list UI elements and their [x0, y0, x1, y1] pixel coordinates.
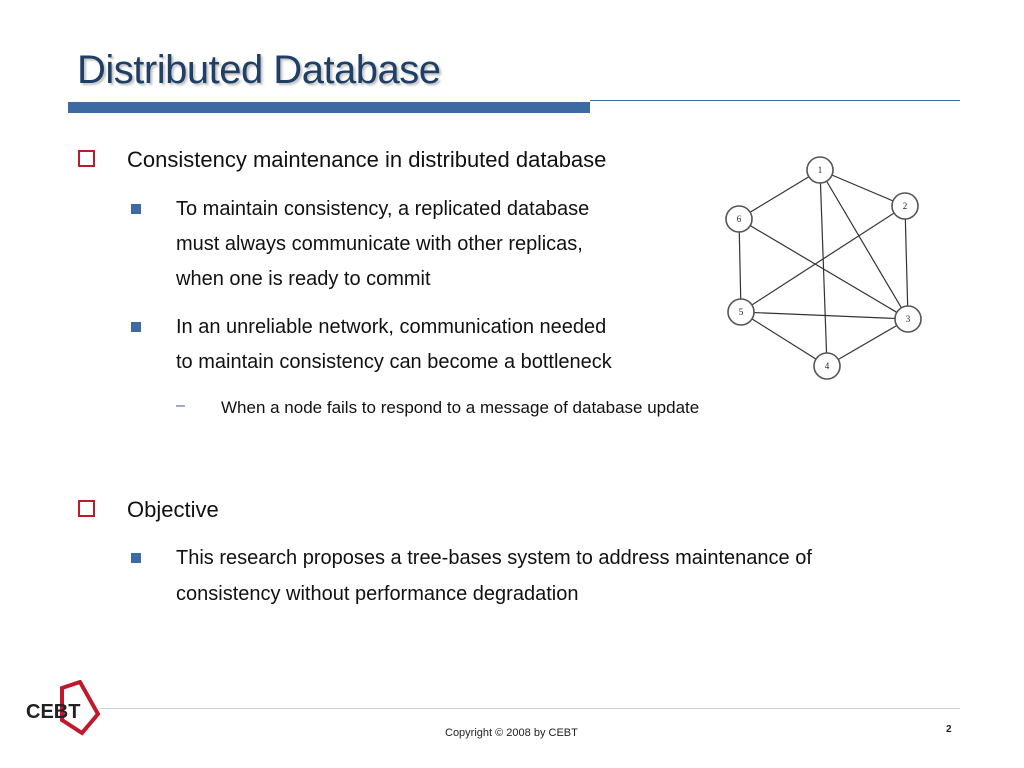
title-underline-thick — [68, 102, 590, 113]
graph-node-4: 4 — [813, 352, 841, 380]
hollow-square-bullet-icon — [78, 150, 95, 167]
graph-edge-4-5 — [740, 311, 828, 367]
page-number: 2 — [946, 724, 952, 735]
section-heading-objective: Objective — [127, 497, 219, 522]
replica-network-diagram: 1 2 3 4 5 6 — [725, 156, 922, 380]
graph-edge-6-3 — [738, 218, 909, 320]
hollow-square-bullet-icon — [78, 500, 95, 517]
graph-node-6: 6 — [725, 205, 753, 233]
logo-wordmark: CEBT — [26, 701, 80, 723]
section-heading-consistency: Consistency maintenance in distributed d… — [127, 147, 607, 172]
graph-edges — [738, 169, 909, 367]
graph-nodes: 1 2 3 4 5 6 — [725, 156, 922, 380]
graph-node-label: 2 — [903, 201, 908, 211]
slide-title: Distributed Database — [77, 48, 441, 92]
graph-node-label: 4 — [825, 361, 830, 371]
bullet-text: This research proposes a tree-bases syst… — [176, 547, 812, 569]
graph-node-label: 5 — [739, 307, 744, 317]
graph-edge-1-4 — [819, 169, 828, 367]
footer-divider — [100, 708, 960, 709]
graph-node-label: 6 — [737, 214, 742, 224]
bullet-text: To maintain consistency, a replicated da… — [176, 198, 590, 220]
graph-node-1: 1 — [806, 156, 834, 184]
square-bullet-icon — [131, 553, 141, 563]
bullet-text: to maintain consistency can become a bot… — [176, 351, 612, 373]
copyright-text: Copyright © 2008 by CEBT — [445, 727, 578, 739]
graph-edge-3-4 — [826, 318, 909, 367]
graph-edge-5-6 — [738, 218, 742, 313]
cebt-logo: CEBT — [26, 680, 101, 736]
graph-node-label: 1 — [818, 165, 823, 175]
dash-bullet-icon: – — [176, 397, 185, 414]
graph-edge-3-5 — [740, 311, 909, 320]
bullet-text: must always communicate with other repli… — [176, 233, 583, 255]
square-bullet-icon — [131, 204, 141, 214]
graph-node-label: 3 — [906, 314, 911, 324]
graph-node-2: 2 — [891, 192, 919, 220]
sub-bullet-text: When a node fails to respond to a messag… — [221, 398, 700, 417]
square-bullet-icon — [131, 322, 141, 332]
bullet-text: In an unreliable network, communication … — [176, 316, 607, 338]
bullet-text: consistency without performance degradat… — [176, 583, 579, 605]
bullet-text: when one is ready to commit — [176, 268, 431, 290]
graph-edge-1-3 — [819, 169, 909, 320]
graph-edge-2-5 — [740, 205, 906, 313]
graph-edge-1-6 — [738, 169, 821, 220]
graph-edge-1-2 — [819, 169, 906, 207]
graph-edge-2-3 — [904, 205, 909, 320]
graph-node-3: 3 — [894, 305, 922, 333]
graph-node-5: 5 — [727, 298, 755, 326]
title-underline-thin — [590, 100, 960, 101]
